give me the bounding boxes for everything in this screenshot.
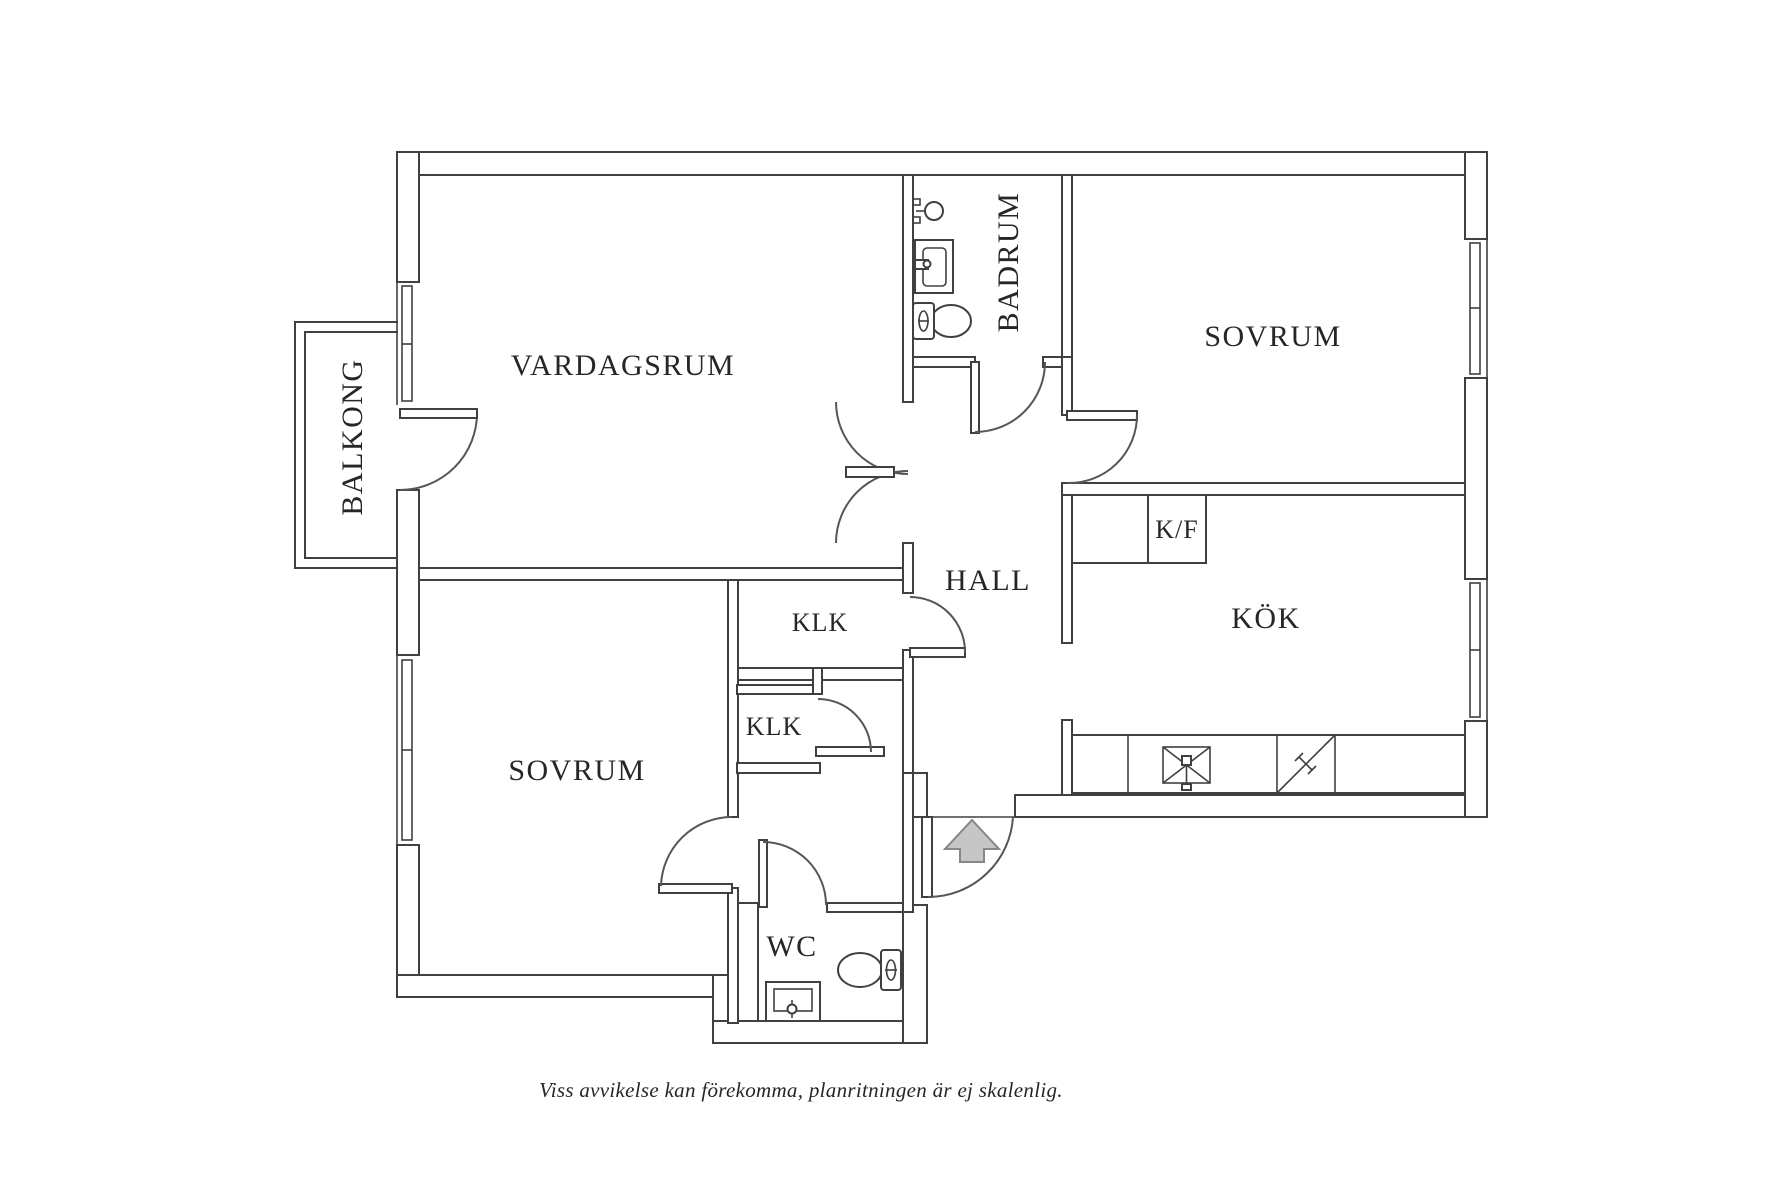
balcony-door: [399, 408, 478, 491]
wall-segment: [736, 684, 814, 695]
room-label-wc: WC: [766, 930, 817, 963]
exterior-walls: [396, 151, 1488, 1044]
wall-segment: [902, 649, 914, 774]
wall-segment: [396, 974, 739, 998]
room-labels: VARDAGSRUM BADRUM SOVRUM KÖK K/F HALL KL…: [336, 192, 1341, 963]
doors: [399, 361, 1138, 908]
wall-segment: [1061, 356, 1073, 416]
wall-segment: [1464, 720, 1488, 818]
room-label-sovrum-lower: SOVRUM: [508, 754, 645, 787]
wall-segment: [1014, 794, 1466, 818]
wall-segment: [826, 902, 914, 913]
balcony-outline: [294, 321, 402, 569]
bathroom-toilet-icon: [912, 302, 972, 340]
entrance-arrow-icon: [942, 818, 1002, 863]
wall-segment: [1061, 719, 1073, 796]
wall-segment: [737, 902, 759, 1022]
kitchen-sink-icon: [1162, 746, 1211, 791]
bathroom-fixtures: [912, 198, 972, 340]
wall-segment: [396, 489, 420, 656]
wall-segment: [396, 151, 1488, 176]
wall-segment: [812, 667, 823, 695]
wc-door: [758, 839, 827, 908]
kitchen-window: [1466, 579, 1488, 721]
upper-closet-door: [909, 596, 966, 658]
wc-fixtures: [765, 949, 902, 1022]
wall-segment: [396, 151, 420, 283]
interior-walls: [418, 174, 1466, 1024]
balcony-window: [396, 282, 418, 405]
bedroom-window: [396, 655, 418, 845]
stove-icon: [1276, 734, 1336, 794]
room-label-kok: KÖK: [1231, 602, 1301, 635]
kitchen-fixtures: [1071, 494, 1466, 794]
wall-segment: [1061, 482, 1466, 496]
bathroom-door: [970, 361, 1046, 434]
room-label-klk-upper: KLK: [792, 608, 848, 637]
wall-segment: [736, 762, 821, 774]
fridge-freezer-box: [1147, 494, 1207, 564]
wc-sink-icon: [765, 981, 821, 1022]
wall-segment: [902, 542, 914, 594]
bathroom-sink-icon: [914, 239, 954, 294]
entrance-door: [921, 816, 1015, 899]
wall-segment: [902, 904, 928, 1044]
windows: [396, 239, 1488, 845]
wall-segment: [902, 772, 914, 913]
bedroom-door: [658, 816, 733, 894]
room-label-klk-lower: KLK: [746, 712, 802, 741]
room-label-vardagsrum: VARDAGSRUM: [511, 349, 736, 382]
disclaimer-caption: Viss avvikelse kan förekomma, planritnin…: [539, 1078, 1063, 1102]
wall-segment: [1464, 151, 1488, 240]
wall-segment: [727, 887, 739, 1024]
wall-segment: [902, 174, 914, 403]
lower-closet-door: [815, 698, 885, 757]
wall-segment: [912, 772, 928, 818]
sovrum-window: [1466, 239, 1488, 378]
wall-segment: [912, 356, 976, 368]
wall-segment: [1464, 377, 1488, 580]
wall-segment: [1061, 174, 1073, 358]
sovrum-door: [1066, 410, 1138, 485]
room-label-balkong: BALKONG: [336, 358, 369, 515]
label-fridge-freezer: K/F: [1155, 515, 1198, 544]
living-room-double-doors: [835, 401, 909, 544]
shower-icon: [912, 198, 944, 224]
kitchen-counter-bottom: [1071, 734, 1466, 794]
wc-toilet-icon: [837, 949, 902, 991]
wall-segment: [712, 1020, 928, 1044]
room-label-sovrum-top: SOVRUM: [1204, 320, 1341, 353]
wall-segment: [727, 579, 739, 818]
room-label-hall: HALL: [945, 564, 1031, 597]
room-label-badrum: BADRUM: [992, 192, 1025, 333]
wall-segment: [1061, 494, 1073, 644]
wall-segment: [418, 567, 904, 581]
kitchen-counter-top: [1071, 494, 1149, 564]
